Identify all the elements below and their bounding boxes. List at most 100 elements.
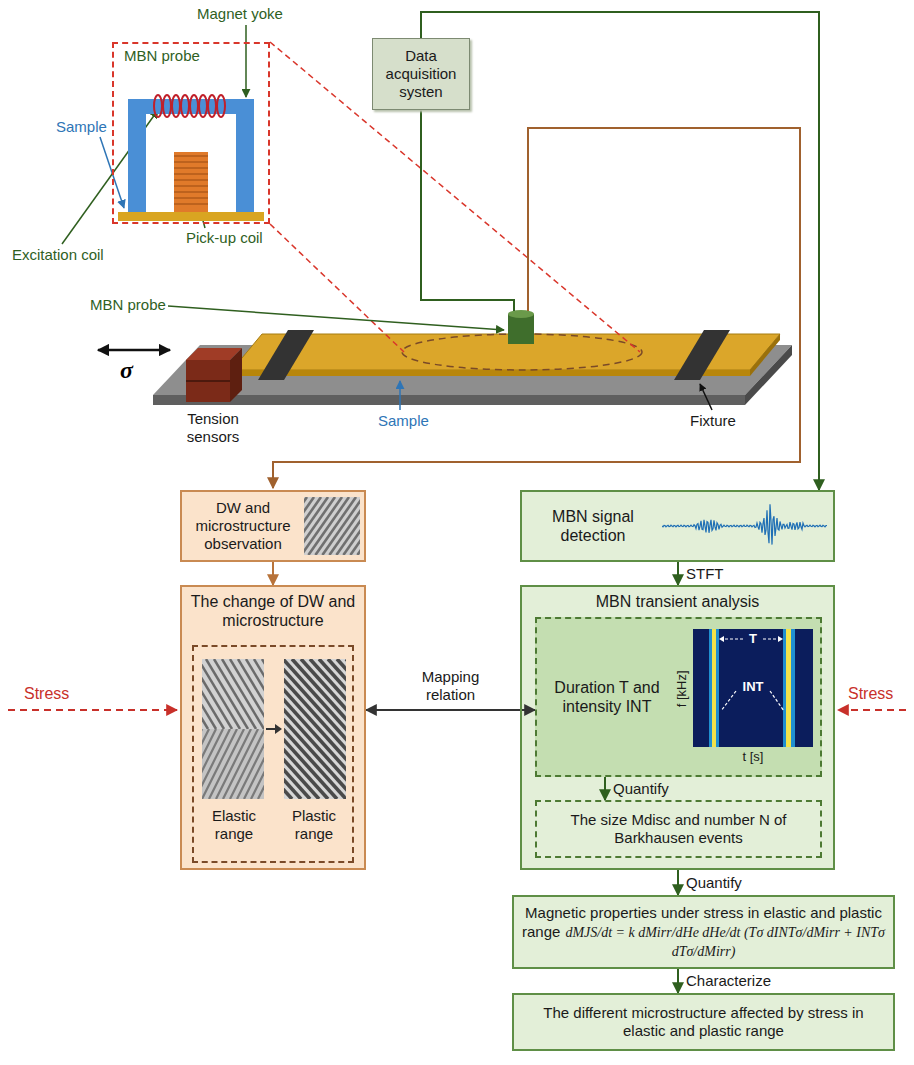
sample-plate: [750, 334, 780, 376]
text-slot: The size Mdisc and number N of Barkhause…: [545, 811, 812, 847]
connector-arrow: [604, 777, 606, 800]
excitation-coil: [163, 95, 171, 117]
text-slot: Elastic range: [196, 807, 272, 843]
domain-image: [304, 497, 360, 555]
stress-arrow: [8, 709, 177, 711]
leader-line: [700, 384, 712, 410]
coil-winding: [174, 156, 208, 157]
text-slot: MBN transient analysis: [528, 592, 827, 611]
coil-winding: [174, 192, 208, 193]
text-slot: MBN signal detection: [528, 507, 658, 545]
coil-winding: [174, 168, 208, 169]
annotation-line: [723, 638, 743, 639]
spectrogram-burst: [709, 629, 719, 747]
domain-wall: [349, 729, 352, 799]
annotation-line: [763, 638, 779, 639]
domain-wall: [194, 659, 229, 799]
dashed-group: The size Mdisc and number N of Barkhause…: [535, 800, 822, 858]
excitation-coil: [190, 95, 198, 117]
label-slot: Sample: [56, 118, 107, 136]
annotation-line: [719, 636, 724, 642]
node-text: Plastic range: [276, 807, 352, 843]
domain-wall: [357, 497, 360, 555]
connector-arrow: [677, 969, 679, 993]
leader-line: [168, 306, 504, 330]
label-slot: Excitation coil: [12, 246, 104, 264]
axis-label: t [s]: [737, 749, 769, 765]
label-slot: Quantify: [686, 874, 742, 892]
stress-symbol: σ: [120, 356, 133, 385]
node-text: The size Mdisc and number N of Barkhause…: [545, 811, 812, 847]
domain-wall: [194, 659, 265, 799]
mbn-waveform: [662, 504, 827, 544]
annotation-line: [770, 691, 784, 711]
domain-wall: [319, 659, 352, 799]
connector-arrow: [677, 562, 679, 585]
domain-wall: [194, 659, 208, 729]
result-box: The different microstructure affected by…: [512, 993, 895, 1051]
label-slot: INT: [737, 679, 769, 695]
node-text: Duration T and intensity INT: [543, 678, 671, 716]
connector-arrow: [272, 562, 274, 585]
excitation-coil: [154, 95, 162, 117]
axis-label: f [kHz]: [674, 664, 690, 714]
part-label: Fixture: [690, 412, 736, 430]
annotation-line: [721, 691, 736, 711]
tension-sensor: [230, 348, 242, 402]
connector-arrow: [677, 870, 679, 895]
part-label: Pick-up coil: [186, 229, 263, 247]
group-box: The change of DW and microstructureElast…: [180, 585, 366, 870]
label-slot: Characterize: [686, 972, 771, 990]
domain-wall: [350, 497, 360, 555]
excitation-coil: [199, 95, 207, 117]
label-slot: Pick-up coil: [186, 229, 263, 247]
excitation-coil: [217, 95, 225, 117]
node-text: The different microstructure affected by…: [522, 1004, 885, 1040]
annotation-line: [778, 636, 783, 642]
axis-annotation: INT: [737, 679, 769, 695]
change-arrow: [275, 724, 282, 734]
edge-label: Quantify: [686, 874, 742, 892]
probe-sketch: [114, 44, 268, 222]
observation-wire: [273, 128, 800, 488]
node-text: MBN probe: [124, 47, 224, 65]
label-slot: Sample: [378, 412, 429, 430]
signal-wire: [421, 110, 514, 311]
label-slot: Stress: [848, 684, 893, 703]
domain-wall: [194, 729, 202, 799]
process-box: MBN signal detection: [520, 490, 835, 562]
axis-annotation: T: [745, 631, 761, 647]
stress-label: Stress: [24, 684, 69, 703]
coil-winding: [174, 174, 208, 175]
probe-inset: MBN probe: [112, 42, 270, 224]
domain-wall: [251, 729, 286, 799]
part-label: Tension sensors: [168, 410, 258, 446]
process-box: DW and microstructure observation: [180, 490, 366, 562]
domain-wall: [246, 659, 288, 729]
label-slot: STFT: [686, 565, 724, 583]
domain-wall: [337, 659, 352, 799]
acquisition-box: Data acquisition systen: [372, 38, 470, 110]
coil-winding: [174, 180, 208, 181]
spectrogram-burst: [712, 629, 716, 747]
label-slot: Mapping relation: [406, 668, 496, 704]
coil-winding: [174, 198, 208, 199]
connector-arrow: [366, 709, 535, 711]
dashed-group: Duration T and intensity INT T INT f [kHz] t…: [535, 617, 822, 777]
text-slot: The change of DW and microstructure: [188, 592, 358, 630]
excitation-coil: [172, 95, 180, 117]
node-text: MBN signal detection: [528, 507, 658, 545]
domain-wall: [194, 659, 247, 799]
spectrogram: [693, 629, 813, 747]
base-plate: [153, 395, 745, 405]
domain-wall: [194, 659, 211, 799]
domain-wall: [194, 659, 238, 799]
part-label: Excitation coil: [12, 246, 104, 264]
sample-bar: [118, 212, 264, 221]
domain-wall: [328, 659, 352, 799]
part-label: MBN probe: [90, 296, 166, 314]
coil-winding: [174, 204, 208, 205]
pickup-coil: [174, 152, 208, 212]
stress-label: Stress: [848, 684, 893, 703]
edge-label: Quantify: [613, 780, 669, 798]
